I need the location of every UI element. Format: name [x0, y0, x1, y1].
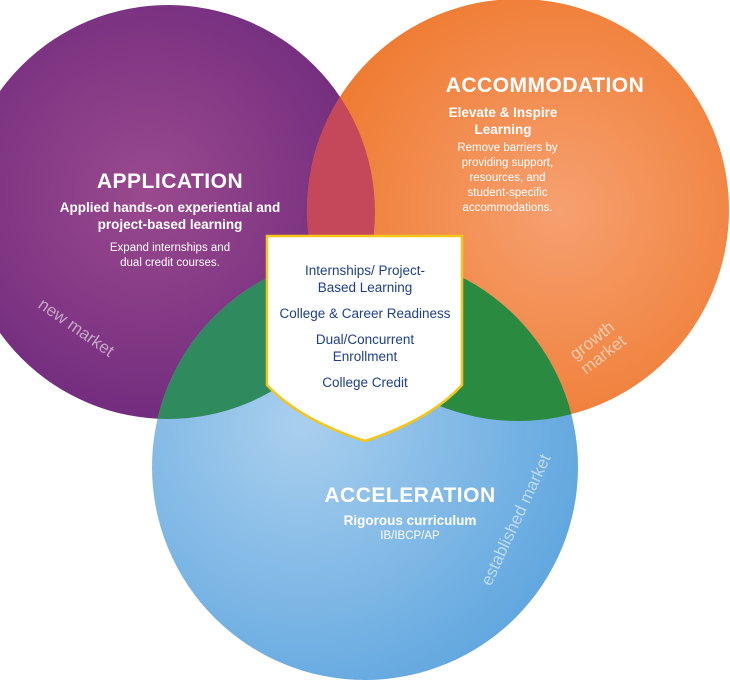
accommodation-label: ACCOMMODATION Elevate & Inspire Learning…: [430, 74, 660, 216]
center-item: Dual/Concurrent Enrollment: [315, 332, 415, 364]
center-item: Internships/ Project-Based Learning: [304, 263, 426, 295]
accommodation-subtitle: Elevate & Inspire Learning: [448, 105, 558, 137]
center-shield: [265, 234, 464, 443]
acceleration-subtitle: Rigorous curriculum: [343, 513, 477, 528]
accommodation-body: Remove barriers by providing support, re…: [457, 142, 558, 214]
application-subtitle: Applied hands-on experiential and projec…: [59, 200, 281, 232]
acceleration-label: ACCELERATION Rigorous curriculum IB/IBCP…: [300, 484, 520, 544]
overlap-application-acceleration: [152, 254, 375, 419]
acceleration-body: IB/IBCP/AP: [380, 530, 440, 542]
acceleration-title: ACCELERATION: [324, 484, 496, 507]
accommodation-title: ACCOMMODATION: [445, 74, 645, 97]
application-body: Expand internships and dual credit cours…: [109, 242, 231, 269]
overlap-accommodation-acceleration: [307, 254, 578, 421]
center-item: College & Career Readiness: [279, 306, 451, 321]
application-title: APPLICATION: [96, 170, 244, 193]
application-label: APPLICATION Applied hands-on experientia…: [50, 170, 290, 271]
center-items: Internships/ Project-Based Learning Coll…: [270, 262, 460, 400]
center-item: College Credit: [322, 375, 408, 390]
